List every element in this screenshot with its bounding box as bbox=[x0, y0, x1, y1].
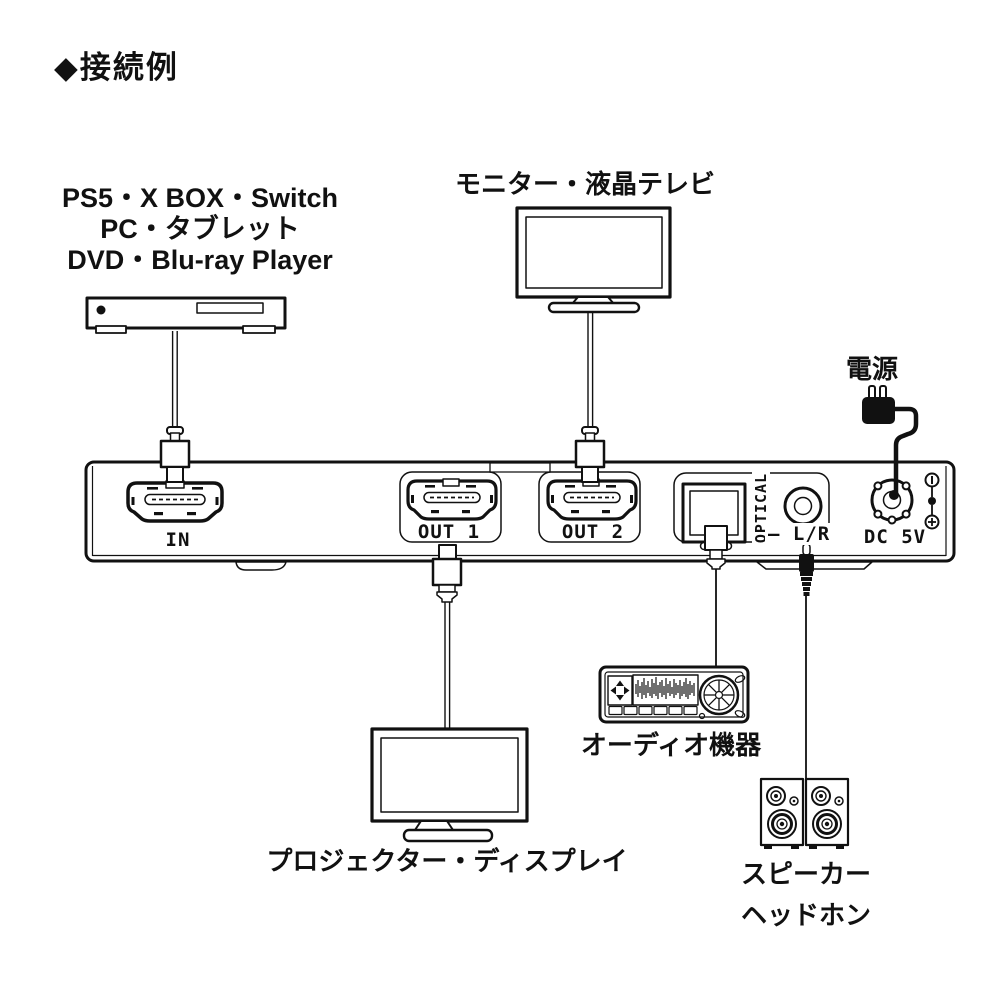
polarity-icon bbox=[924, 472, 940, 530]
hdmi-connector-in bbox=[159, 426, 191, 483]
hdmi-cable-monitor bbox=[587, 312, 594, 428]
port-dc5v-label: DC 5V bbox=[863, 526, 927, 548]
page-title: ◆接続例 bbox=[54, 50, 179, 85]
port-out2-label: OUT 2 bbox=[561, 521, 625, 543]
optical-connector bbox=[699, 525, 733, 667]
hdmi-connector-out1 bbox=[431, 544, 463, 729]
audio-jack-connector bbox=[799, 543, 814, 779]
power-adapter-drawing bbox=[862, 385, 895, 424]
speakers-drawing bbox=[759, 777, 850, 849]
hdmi-port-in bbox=[126, 480, 224, 523]
source-label-line3: DVD・Blu-ray Player bbox=[67, 245, 333, 275]
port-lr-label: – L/R bbox=[765, 523, 834, 545]
hdmi-connector-out2 bbox=[574, 426, 606, 483]
audio-label: オーディオ機器 bbox=[580, 730, 762, 760]
hdmi-cable-source bbox=[171, 331, 178, 428]
source-label-line2: PC・タブレット bbox=[100, 214, 300, 244]
monitor-drawing bbox=[515, 206, 672, 314]
port-out1-label: OUT 1 bbox=[417, 521, 481, 543]
power-cable bbox=[889, 406, 919, 500]
source-devices-label: PS5・X BOX・Switch PC・タブレット DVD・Blu-ray Pl… bbox=[62, 183, 338, 276]
audio-out-ports bbox=[673, 472, 830, 544]
speakers-label: スピーカー ヘッドホン bbox=[741, 854, 871, 936]
projector-label: プロジェクター・ディスプレイ bbox=[266, 846, 628, 876]
dvd-player-drawing bbox=[85, 296, 287, 334]
hdmi-port-out1 bbox=[399, 471, 502, 543]
dc-power-port bbox=[870, 478, 914, 525]
speakers-label-line2: ヘッドホン bbox=[740, 900, 872, 930]
projector-drawing bbox=[370, 727, 529, 843]
monitor-label: モニター・液晶テレビ bbox=[454, 169, 716, 199]
splitter-device-drawing bbox=[84, 460, 956, 571]
audio-device-drawing bbox=[598, 665, 750, 724]
port-in-label: IN bbox=[165, 529, 191, 551]
speakers-label-line1: スピーカー bbox=[740, 859, 872, 889]
source-label-line1: PS5・X BOX・Switch bbox=[61, 183, 339, 213]
power-label: 電源 bbox=[846, 354, 899, 384]
